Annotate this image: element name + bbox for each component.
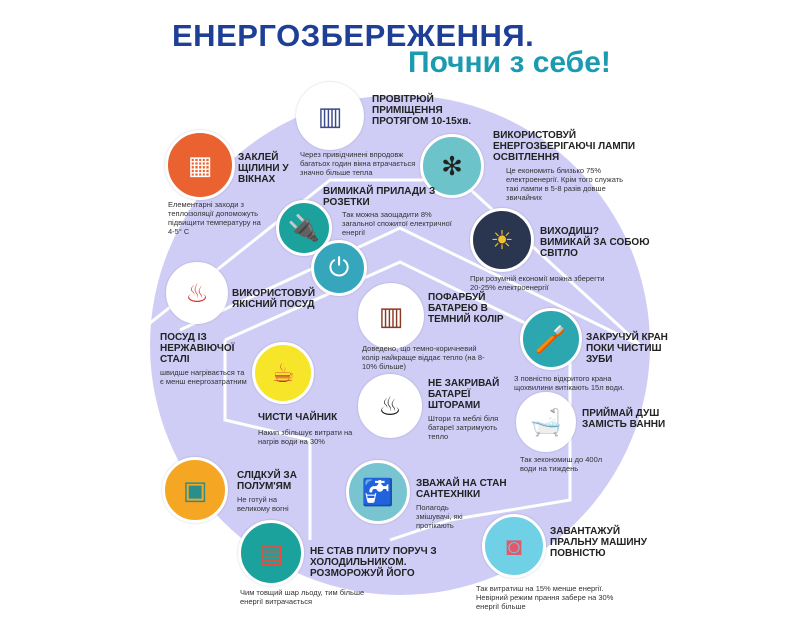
item-desc: Через привідчинені впродовж багатьох год… — [300, 150, 416, 177]
page-subtitle: Почни з себе! — [408, 46, 611, 79]
item-title: ПОФАРБУЙ БАТАРЕЮ В ТЕМНИЙ КОЛІР — [428, 292, 504, 325]
item-title: ПРОВІТРЮЙ ПРИМІЩЕННЯ ПРОТЯГОМ 10-15хв. — [372, 94, 472, 127]
kettle-icon: ☕ — [252, 342, 314, 404]
item-title: ПОСУД ІЗ НЕРЖАВІЮЧОЇ СТАЛІ — [160, 332, 235, 365]
fridge-icon: ▤ — [238, 520, 304, 586]
item-desc: Полагодь змішувачі, які протікають — [416, 503, 463, 530]
item-title: ЧИСТИ ЧАЙНИК — [258, 412, 338, 423]
item-desc: Так витратиш на 15% менше енергії. Невір… — [476, 584, 614, 611]
item-desc: Чим товщий шар льоду, тим більше енергії… — [240, 588, 365, 606]
item-desc: Це економить близько 75% електроенергії.… — [506, 166, 624, 202]
socket-plug-icon: ⏻ — [311, 240, 367, 296]
item-desc: При розумній економії можна зберегти 20-… — [470, 274, 605, 292]
item-desc: швидше нагрівається та є менш енергозатр… — [160, 368, 247, 386]
toothbrush-icon: 🪥 — [520, 308, 582, 370]
item-desc: Накип збільшує витрати на нагрів води на… — [258, 428, 353, 446]
item-desc: Доведено, що темно-коричневий колір найк… — [362, 344, 485, 371]
item-desc: Штори та меблі біля батареї затримують т… — [428, 414, 499, 441]
item-title: НЕ СТАВ ПЛИТУ ПОРУЧ З ХОЛОДИЛЬНИКОМ. РОЗ… — [310, 546, 437, 579]
page-title: ЕНЕРГОЗБЕРЕЖЕННЯ. — [172, 18, 535, 53]
item-title: ВИХОДИШ? ВИМИКАЙ ЗА СОБОЮ СВІТЛО — [540, 226, 650, 259]
item-title: ЗВАЖАЙ НА СТАН САНТЕХНІКИ — [416, 478, 507, 500]
faucet-icon: 🚰 — [346, 460, 410, 524]
item-title: ЗАВАНТАЖУЙ ПРАЛЬНУ МАШИНУ ПОВНІСТЮ — [550, 526, 647, 559]
heating-radiator-icon: ♨ — [358, 374, 422, 438]
washing-machine-icon: ◙ — [482, 514, 546, 578]
item-title: ЗАКЛЕЙ ЩІЛИНИ У ВІКНАХ — [238, 152, 289, 185]
item-desc: Не готуй на великому вогні — [237, 495, 289, 513]
oven-icon: ▣ — [162, 457, 228, 523]
cooking-pot-icon: ♨ — [166, 262, 228, 324]
item-title: ЗАКРУЧУЙ КРАН ПОКИ ЧИСТИШ ЗУБИ — [586, 332, 668, 365]
desk-lamp-icon: ☀ — [470, 208, 534, 272]
item-desc: Так можна заощадити 8% загальної спожито… — [342, 210, 452, 237]
item-title: ВИКОРИСТОВУЙ ЯКІСНИЙ ПОСУД — [232, 288, 316, 310]
chandelier-icon: ✻ — [420, 134, 484, 198]
item-title: ВИМИКАЙ ПРИЛАДИ З РОЗЕТКИ — [323, 186, 436, 208]
item-title: ПРИЙМАЙ ДУШ ЗАМІСТЬ ВАННИ — [582, 408, 666, 430]
item-desc: З повністю відкритого крана щохвилини ви… — [514, 374, 625, 392]
open-window-icon: ▥ — [296, 82, 364, 150]
window-icon: ▦ — [165, 130, 235, 200]
item-title: НЕ ЗАКРИВАЙ БАТАРЕЇ ШТОРАМИ — [428, 378, 500, 411]
item-desc: Елементарні заходи з теплоізоляції допом… — [168, 200, 261, 236]
shower-icon: 🛁 — [516, 392, 576, 452]
item-title: СЛІДКУЙ ЗА ПОЛУМ'ЯМ — [237, 470, 297, 492]
radiator-icon: ▥ — [358, 283, 424, 349]
item-title: ВИКОРИСТОВУЙ ЕНЕРГОЗБЕРІГАЮЧІ ЛАМПИ ОСВІ… — [493, 130, 636, 163]
item-desc: Так зекономиш до 400л води на тиждень — [520, 455, 603, 473]
